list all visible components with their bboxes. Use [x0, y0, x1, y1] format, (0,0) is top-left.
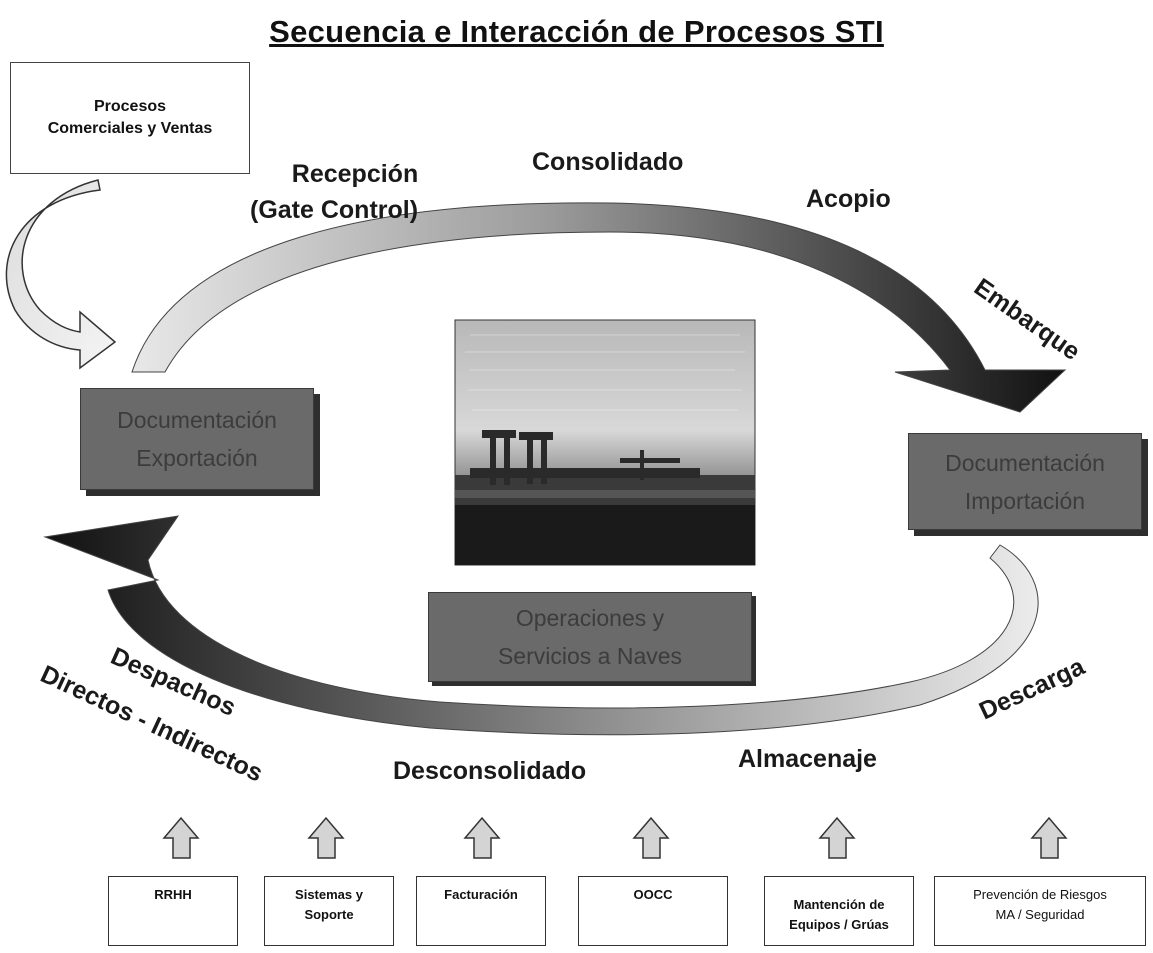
doc-import-box: Documentación Importación [908, 433, 1142, 530]
label-recepcion-line1: Recepción [291, 160, 419, 188]
support-box-rrhh-line1: RRHH [154, 887, 192, 902]
up-arrow-prevencion [1030, 816, 1068, 859]
doc-export-line2: Exportación [136, 445, 258, 471]
entry-curve-arrow [5, 179, 117, 370]
doc-import-line2: Importación [964, 487, 1086, 514]
doc-import-line1: Documentación [945, 449, 1105, 476]
label-acopio: Acopio [806, 185, 891, 213]
support-box-prevencion-line2: MA / Seguridad [995, 907, 1085, 922]
top-cycle-arrow [131, 202, 1067, 413]
support-box-facturacion: Facturación [416, 876, 546, 946]
operations-box: Operaciones y Servicios a Naves [428, 592, 752, 682]
port-photo [454, 319, 756, 566]
up-arrow-sistemas [307, 816, 345, 859]
up-arrow-rrhh [162, 816, 200, 859]
label-recepcion: Recepción [285, 160, 425, 189]
label-consolidado: Consolidado [532, 148, 684, 176]
commercial-box-line1: Procesos [93, 98, 167, 115]
page-title: Secuencia e Interacción de Procesos STI [269, 14, 884, 49]
up-arrow-mantencion [818, 816, 856, 859]
operations-line1: Operaciones y [515, 605, 665, 631]
support-box-oocc-line1: OOCC [633, 887, 673, 902]
label-gate-control: (Gate Control) [250, 196, 419, 224]
support-box-mantencion-line1: Mantención de [793, 897, 885, 912]
support-box-oocc: OOCC [578, 876, 728, 946]
commercial-box-line2: Comerciales y Ventas [47, 120, 213, 137]
up-arrow-oocc [632, 816, 670, 859]
support-box-rrhh: RRHH [108, 876, 238, 946]
bottom-cycle-arrow [43, 515, 1039, 736]
doc-export-line1: Documentación [117, 407, 277, 433]
support-box-mantencion: Mantención de Equipos / Grúas [764, 876, 914, 946]
support-box-prevencion-line1: Prevención de Riesgos [973, 887, 1107, 902]
support-box-sistemas-line2: Soporte [304, 907, 354, 922]
support-box-sistemas: Sistemas y Soporte [264, 876, 394, 946]
support-box-facturacion-line1: Facturación [444, 887, 518, 902]
operations-line2: Servicios a Naves [497, 643, 683, 669]
up-arrow-facturacion [463, 816, 501, 859]
support-box-sistemas-line1: Sistemas y [295, 887, 363, 902]
label-almacenaje: Almacenaje [738, 745, 877, 773]
support-box-mantencion-line2: Equipos / Grúas [789, 917, 889, 932]
support-box-prevencion: Prevención de Riesgos MA / Seguridad [934, 876, 1146, 946]
doc-export-box: Documentación Exportación [80, 388, 314, 490]
label-desconsolidado: Desconsolidado [393, 757, 587, 785]
commercial-sales-box: Procesos Comerciales y Ventas [10, 62, 250, 174]
